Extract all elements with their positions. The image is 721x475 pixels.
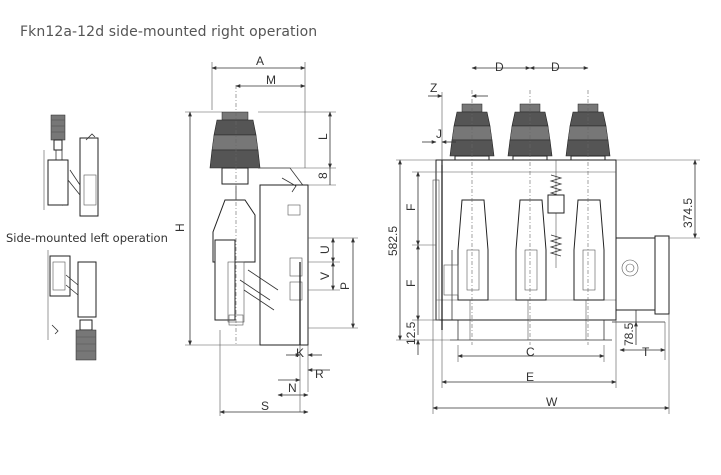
side-view-dimensions <box>185 62 358 416</box>
label-R: R <box>315 367 324 381</box>
label-K: K <box>296 346 304 360</box>
label-582-5: 582.5 <box>386 226 400 256</box>
thumbnail-right-operation <box>43 114 99 217</box>
label-J: J <box>436 127 442 141</box>
page-title: Fkn12a-12d side-mounted right operation <box>20 24 318 40</box>
label-S: S <box>261 399 269 413</box>
label-P: P <box>338 282 352 290</box>
label-N: N <box>288 381 297 395</box>
label-A: A <box>256 54 264 68</box>
label-D1: D <box>495 60 504 74</box>
label-C: C <box>526 345 535 359</box>
label-V: V <box>318 272 332 280</box>
label-E: E <box>526 370 534 384</box>
label-T: T <box>642 345 650 359</box>
front-view-drawing <box>432 90 670 345</box>
thumbnail-left-operation <box>47 250 97 361</box>
label-U: U <box>318 245 332 254</box>
label-8: 8 <box>316 172 330 179</box>
label-L: L <box>316 133 330 140</box>
front-view-dimensions <box>396 66 700 414</box>
label-78-5: 78.5 <box>622 322 636 346</box>
label-374-5: 374.5 <box>681 198 695 228</box>
side-view-drawing <box>209 85 309 346</box>
label-12-5: 12.5 <box>404 321 418 345</box>
label-Z: Z <box>430 81 437 95</box>
label-H: H <box>173 223 187 232</box>
label-W: W <box>546 395 558 409</box>
left-operation-caption: Side-mounted left operation <box>6 231 168 245</box>
label-M: M <box>266 73 276 87</box>
dimension-labels: A M L 8 H U V P K N R S Z D D J F F 582.… <box>173 54 695 413</box>
label-F2: F <box>404 280 418 287</box>
label-F1: F <box>404 204 418 211</box>
label-D2: D <box>551 60 560 74</box>
